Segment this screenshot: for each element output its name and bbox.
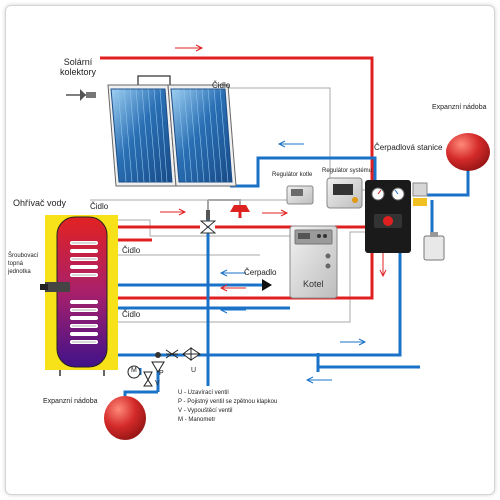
label-water-heater: Ohřívač vody [13, 198, 67, 208]
label-sensor-top: Čidlo [212, 81, 231, 90]
label-valve-v-symbol: V [155, 380, 160, 387]
expansion-tank-top [446, 133, 490, 171]
label-valve-u-symbol: U [191, 367, 197, 374]
label-boiler: Kotel [303, 279, 324, 289]
label-expansion-tank-top: Expanzní nádoba [432, 104, 487, 111]
label-sensor-heater-bottom: Čidlo [122, 310, 141, 319]
circulation-pump [262, 279, 272, 291]
label-sensor-heater-mid: Čidlo [122, 246, 141, 255]
legend-item-u: U - Uzavírací ventil [178, 390, 229, 396]
label-solar-collectors: Solární kolektory [60, 57, 97, 77]
label-sensor-heater-top: Čidlo [90, 202, 109, 211]
label-expansion-tank-bottom: Expanzní nádoba [43, 398, 98, 405]
boiler-regulator [286, 185, 314, 205]
system-regulator [326, 177, 363, 209]
label-pump-station: Čerpadlová stanice [374, 143, 443, 152]
label-valve-p-symbol: P [159, 370, 164, 377]
legend-item-m: M - Manometr [178, 417, 216, 423]
pump-station [365, 180, 428, 253]
label-screw-heater: Šroubovací topná jednotka [8, 253, 39, 275]
legend-item-p: P - Pojistný ventil se zpětnou klapkou [178, 399, 278, 405]
cold-pipes [97, 156, 470, 392]
expansion-tank-bottom [104, 390, 158, 440]
boiler [289, 225, 338, 299]
label-system-regulator: Regulátor systému [322, 168, 373, 174]
label-boiler-regulator: Regulátor kotle [272, 172, 313, 178]
water-heater [40, 215, 118, 376]
flow-arrows [160, 44, 387, 384]
mixing-valve-shower [199, 199, 250, 234]
legend-item-v: V - Vypouštěcí ventil [178, 408, 233, 414]
drain-canister [423, 232, 445, 261]
label-pump: Čerpadlo [244, 268, 277, 277]
valve-group [127, 347, 201, 387]
label-manometer-symbol: M [131, 367, 137, 374]
solar-collectors [66, 75, 237, 187]
